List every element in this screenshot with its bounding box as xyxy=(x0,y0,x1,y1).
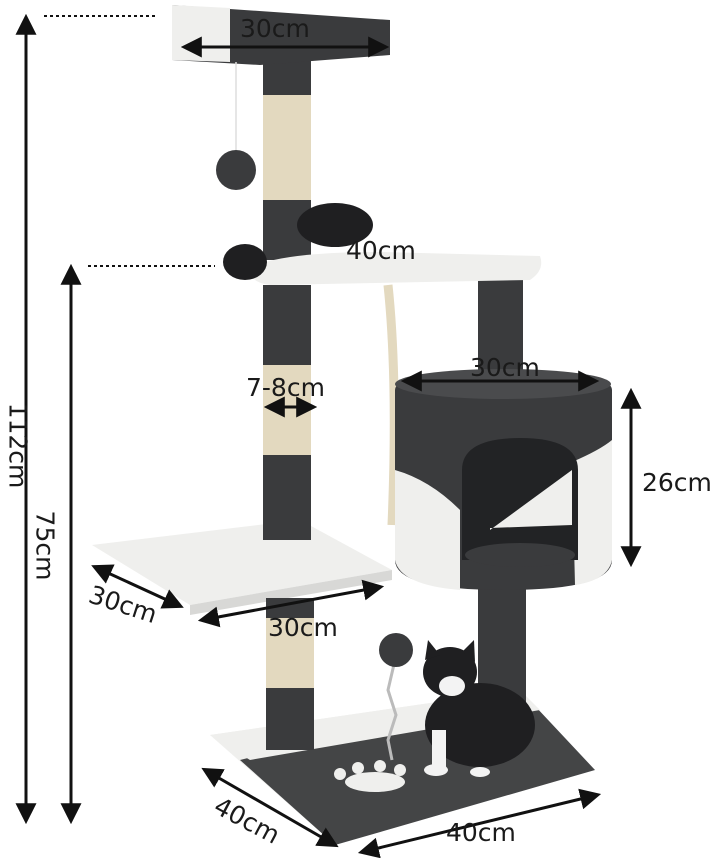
hanging-rope xyxy=(383,284,399,526)
mid-height-label: 75cm xyxy=(30,510,60,581)
kitten xyxy=(423,640,535,777)
spring-toy xyxy=(379,633,413,761)
condo-width-label: 30cm xyxy=(470,353,540,382)
base-width-label: 40cm xyxy=(446,818,516,847)
condo-height-label: 26cm xyxy=(642,468,712,497)
top-platform-width-label: 30cm xyxy=(240,14,310,43)
dimension-lines xyxy=(15,13,642,858)
sleeping-cat xyxy=(223,203,373,280)
middle-platform xyxy=(249,252,542,285)
hanging-pompom xyxy=(216,150,256,190)
step-width-label: 30cm xyxy=(268,613,338,642)
post-diameter-label: 7-8cm xyxy=(246,373,325,402)
middle-platform-width-label: 40cm xyxy=(346,236,416,265)
condo-entrance xyxy=(462,438,578,560)
main-post xyxy=(263,60,314,750)
total-height-label: 112cm xyxy=(3,402,33,489)
upper-right-post xyxy=(478,280,523,380)
condo xyxy=(395,369,612,590)
